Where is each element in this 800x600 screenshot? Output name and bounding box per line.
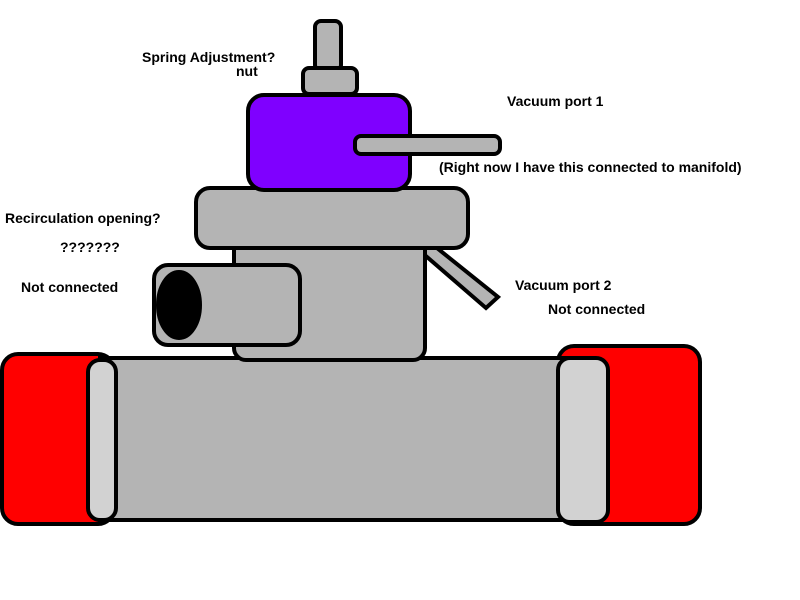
- spring-adjustment-stem: [313, 19, 343, 73]
- right-pipe-end: [556, 356, 610, 524]
- main-pipe: [98, 356, 587, 522]
- vacuum-port-1-label: Vacuum port 1: [507, 93, 604, 109]
- spring-adjustment-label: Spring Adjustment?: [142, 49, 276, 65]
- port2-not-connected: Not connected: [548, 301, 646, 317]
- vacuum-port-1: [353, 134, 502, 156]
- flange: [194, 186, 470, 250]
- recirc-not-connected: Not connected: [21, 279, 119, 295]
- adjustment-nut: [301, 66, 359, 96]
- question-marks: ???????: [60, 239, 120, 255]
- port1-note: (Right now I have this connected to mani…: [439, 159, 742, 175]
- recirculation-opening: [156, 270, 202, 340]
- left-pipe-end: [86, 358, 118, 522]
- nut-label: nut: [236, 63, 258, 79]
- vacuum-port-2-label: Vacuum port 2: [515, 277, 612, 293]
- recirculation-label: Recirculation opening?: [5, 210, 161, 226]
